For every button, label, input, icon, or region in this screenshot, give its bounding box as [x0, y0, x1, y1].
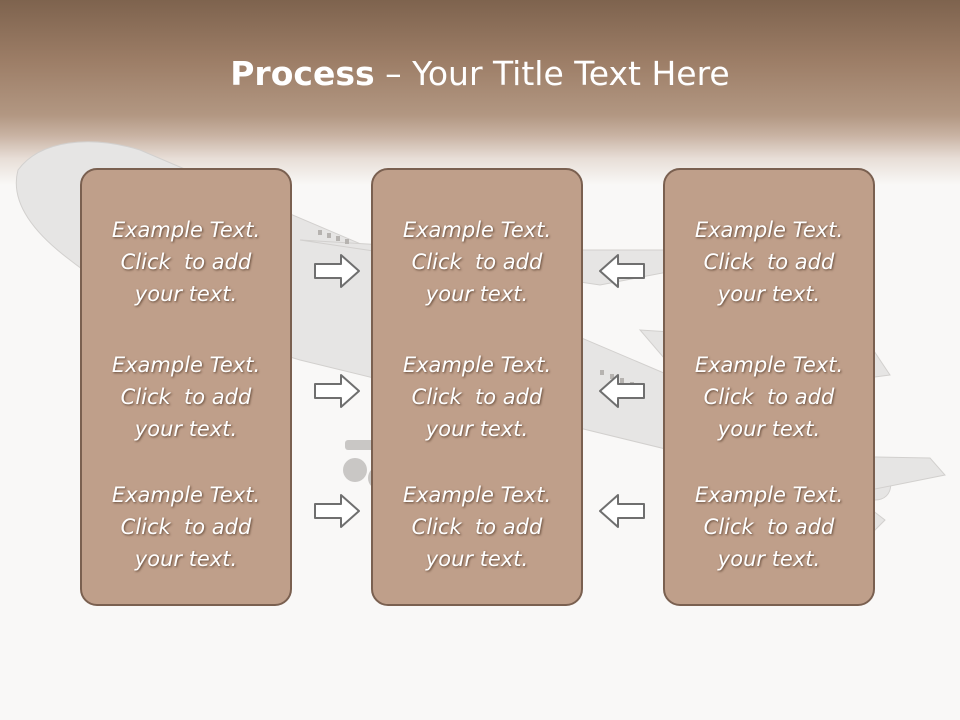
text-line: Click to add [120, 250, 252, 274]
text-line: your text. [425, 417, 529, 441]
text-block[interactable]: Example Text. Click to add your text. [373, 479, 581, 575]
text-line: Click to add [120, 385, 252, 409]
text-box-center[interactable]: Example Text. Click to add your text. Ex… [371, 168, 583, 606]
text-line: your text. [134, 282, 238, 306]
text-line: Click to add [120, 515, 252, 539]
text-line: Example Text. [694, 218, 844, 242]
header-band [0, 0, 960, 185]
arrow-left-icon [599, 254, 645, 288]
text-line: Example Text. [694, 353, 844, 377]
text-line: your text. [717, 282, 821, 306]
text-line: Example Text. [402, 218, 552, 242]
text-block[interactable]: Example Text. Click to add your text. [373, 214, 581, 310]
text-line: Example Text. [402, 353, 552, 377]
text-line: your text. [717, 417, 821, 441]
arrow-left-icon [599, 494, 645, 528]
text-line: Example Text. [402, 483, 552, 507]
arrow-left-icon [599, 374, 645, 408]
text-line: your text. [134, 547, 238, 571]
arrow-right-icon [314, 254, 360, 288]
text-line: your text. [134, 417, 238, 441]
text-block[interactable]: Example Text. Click to add your text. [82, 479, 290, 575]
text-block[interactable]: Example Text. Click to add your text. [665, 349, 873, 445]
text-line: Example Text. [694, 483, 844, 507]
slide-title[interactable]: Process – Your Title Text Here [0, 52, 960, 96]
text-line: your text. [425, 282, 529, 306]
text-line: Click to add [703, 250, 835, 274]
text-line: Example Text. [111, 353, 261, 377]
text-block[interactable]: Example Text. Click to add your text. [82, 214, 290, 310]
text-box-left[interactable]: Example Text. Click to add your text. Ex… [80, 168, 292, 606]
text-block[interactable]: Example Text. Click to add your text. [665, 214, 873, 310]
text-block[interactable]: Example Text. Click to add your text. [82, 349, 290, 445]
text-line: your text. [425, 547, 529, 571]
text-line: Example Text. [111, 483, 261, 507]
title-bold-text: Process [230, 54, 375, 93]
text-line: Example Text. [111, 218, 261, 242]
title-rest-text: – Your Title Text Here [374, 54, 730, 93]
arrow-right-icon [314, 494, 360, 528]
text-block[interactable]: Example Text. Click to add your text. [665, 479, 873, 575]
text-line: Click to add [703, 515, 835, 539]
arrow-right-icon [314, 374, 360, 408]
text-line: Click to add [703, 385, 835, 409]
text-line: Click to add [411, 515, 543, 539]
text-line: Click to add [411, 250, 543, 274]
text-line: your text. [717, 547, 821, 571]
text-line: Click to add [411, 385, 543, 409]
text-block[interactable]: Example Text. Click to add your text. [373, 349, 581, 445]
text-box-right[interactable]: Example Text. Click to add your text. Ex… [663, 168, 875, 606]
